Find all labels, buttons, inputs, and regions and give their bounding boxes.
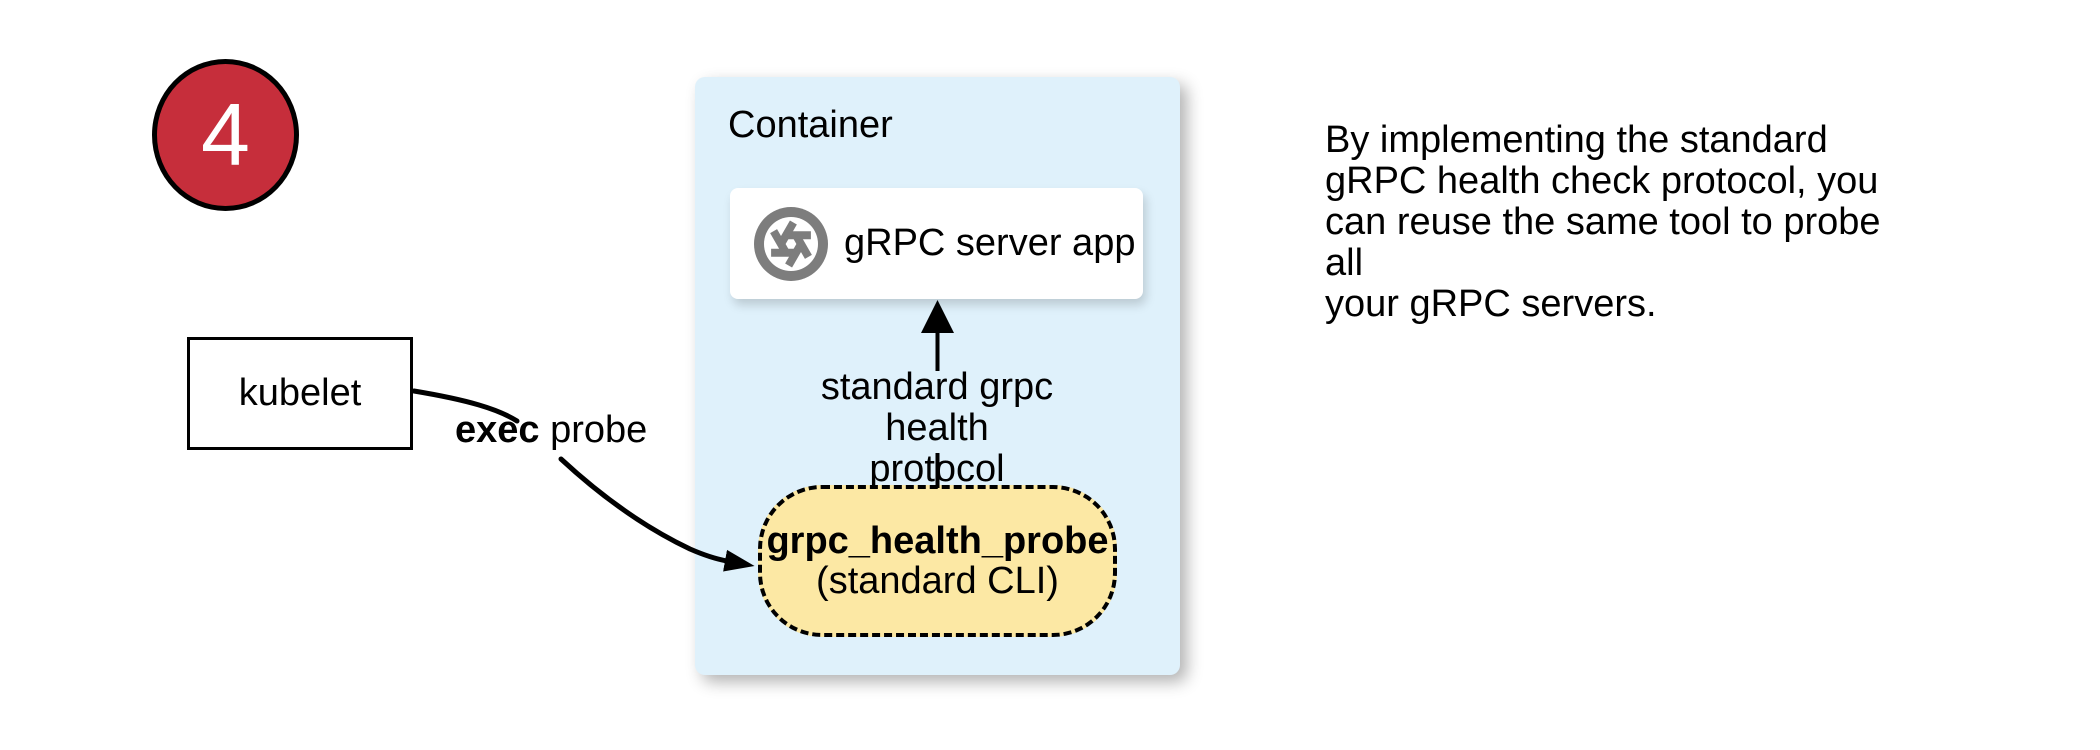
note-text: By implementing the standard gRPC health… [1325, 119, 1881, 325]
grpc-health-probe-box: grpc_health_probe (standard CLI) [758, 485, 1117, 637]
probe-subtitle: (standard CLI) [816, 560, 1059, 602]
exec-probe-label-rest: probe [539, 409, 648, 451]
probe-title: grpc_health_probe [766, 520, 1109, 562]
kubelet-label: kubelet [238, 372, 362, 414]
exec-probe-label-bold: exec [455, 409, 540, 451]
aperture-icon [754, 206, 828, 281]
step-number: 4 [201, 85, 250, 184]
container-label: Container [728, 104, 893, 146]
step-number-badge: 4 [152, 59, 299, 211]
container-box: Container gRPC server app standar [695, 77, 1180, 675]
protocol-arrow-label: standard grpc health protocol [820, 366, 1054, 490]
grpc-server-label: gRPC server app [844, 222, 1136, 264]
kubelet-box: kubelet [187, 337, 413, 450]
exec-probe-label: exec probe [455, 410, 647, 451]
grpc-server-box: gRPC server app [730, 188, 1143, 299]
